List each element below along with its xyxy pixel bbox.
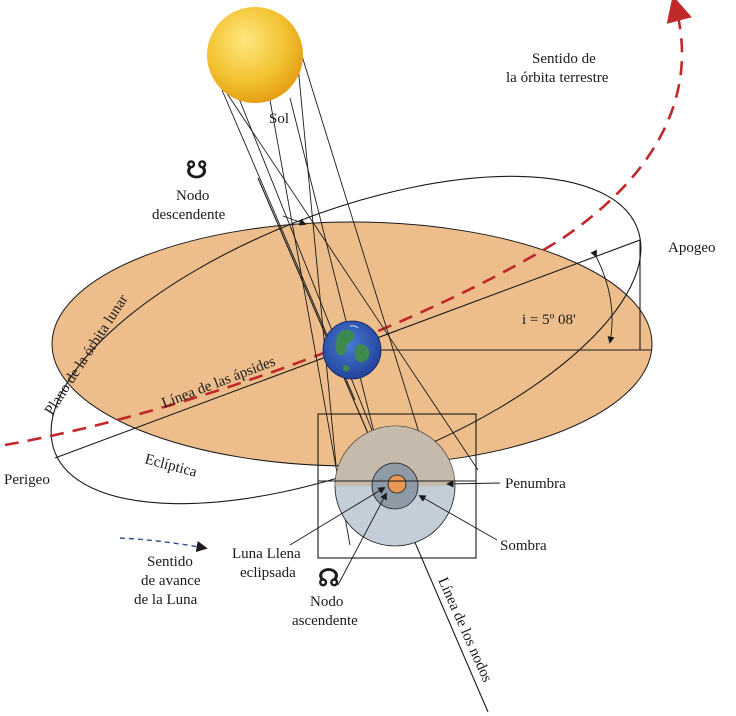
label-nodo-descendente-1: Nodo: [176, 188, 209, 204]
label-sol: Sol: [269, 111, 289, 127]
label-sentido-orbita-1: Sentido de: [532, 51, 596, 67]
label-sentido-avance-3: de la Luna: [134, 592, 198, 608]
sun-rays: [217, 55, 479, 546]
label-luna-llena-1: Luna Llena: [232, 546, 301, 562]
label-perigeo: Perigeo: [4, 472, 50, 488]
label-nodo-descendente-2: descendente: [152, 207, 226, 223]
penumbra-upper-tint: [335, 426, 455, 486]
label-sentido-avance-2: de avance: [141, 573, 201, 589]
eclipse-inset-box: [317, 413, 477, 559]
label-penumbra: Penumbra: [505, 476, 566, 492]
sun-icon: [207, 7, 303, 103]
label-linea-nodos: Línea de los nodos: [434, 575, 495, 685]
label-apogeo: Apogeo: [668, 240, 716, 256]
inclination-arc: [590, 249, 615, 344]
earth-orbit-arrow: [4, 0, 692, 447]
earth-globe-icon: [322, 320, 382, 380]
umbra-pointer: [418, 495, 498, 541]
label-sentido-orbita-2: la órbita terrestre: [506, 70, 609, 86]
label-nodo-ascendente-2: ascendente: [292, 613, 358, 629]
label-luna-llena-2: eclipsada: [240, 565, 296, 581]
label-sombra: Sombra: [500, 538, 547, 554]
moon-pointer: [289, 487, 386, 546]
moon-advance-arrow: [119, 537, 208, 553]
ascending-node-icon: ☊: [318, 563, 339, 592]
descending-node-pointer: [282, 215, 307, 226]
full-moon-icon: [387, 474, 407, 494]
label-sentido-avance-1: Sentido: [147, 554, 193, 570]
label-ecliptica: Eclíptica: [143, 451, 199, 480]
ascending-node-pointer: [337, 492, 387, 586]
penumbra-pointer: [446, 480, 501, 488]
label-inclinacion: i = 5º 08': [522, 312, 576, 328]
descending-node-icon: ☋: [186, 155, 207, 184]
label-nodo-ascendente-1: Nodo: [310, 594, 343, 610]
